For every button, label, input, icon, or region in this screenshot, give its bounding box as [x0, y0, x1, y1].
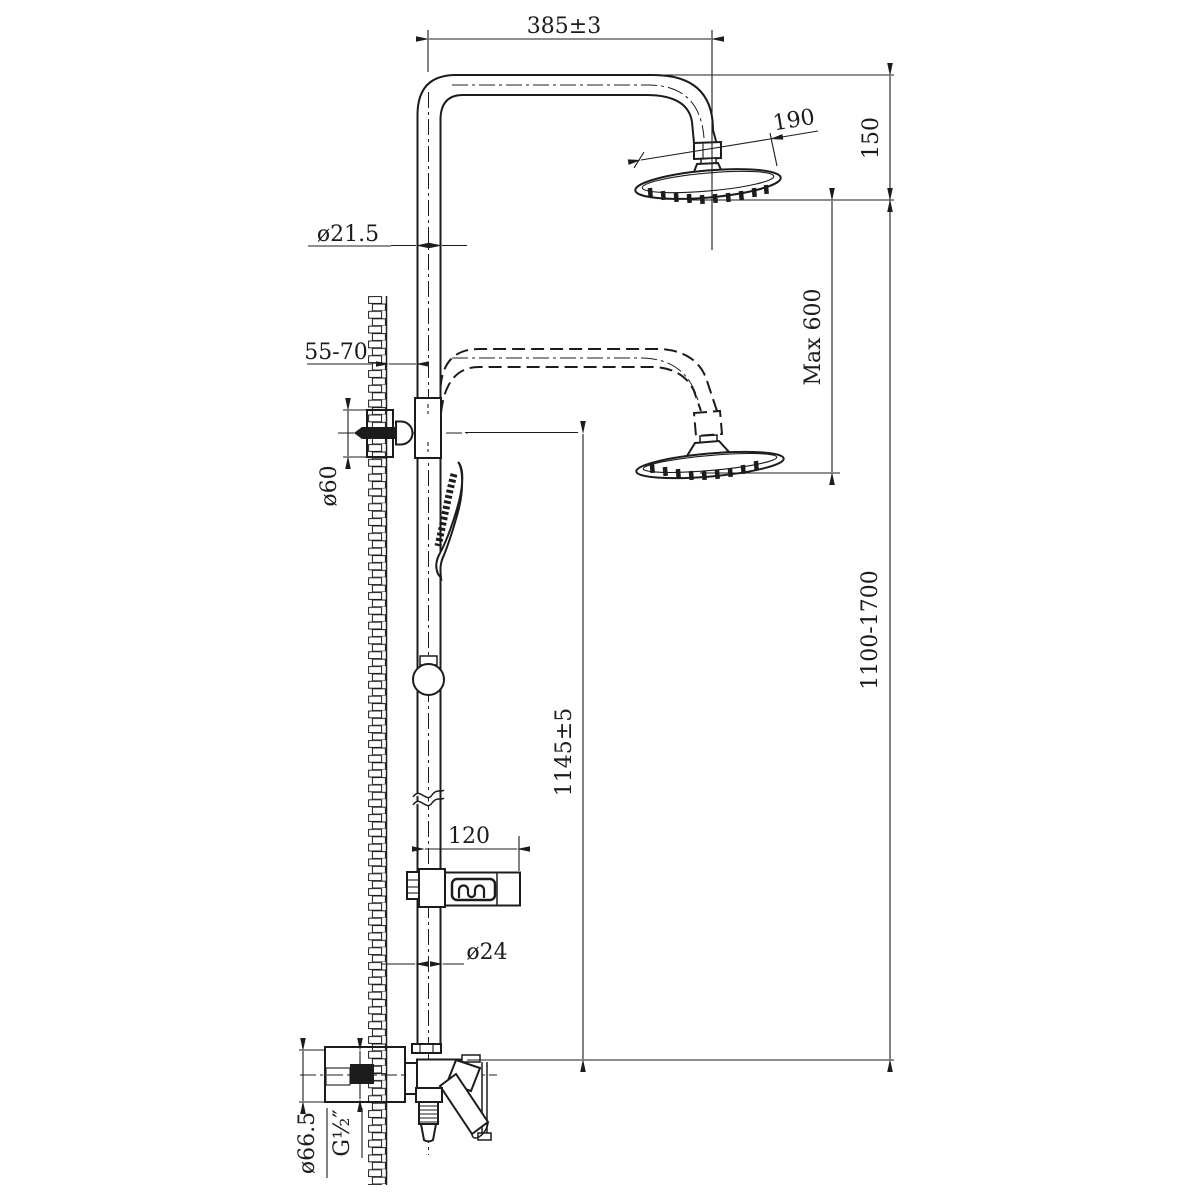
dish-soap-wave: [457, 884, 486, 899]
top-shower-head: [634, 140, 782, 205]
hand-shower-spray-face: [434, 473, 458, 547]
dish-soap-outline: [450, 877, 497, 902]
dim-max-adjust-label: Max 600: [801, 288, 826, 385]
top-head-rim: [641, 170, 775, 194]
hand-shower: [412, 461, 464, 696]
mixer-stub-tip: [419, 1123, 438, 1143]
mixer-thread-lines: [419, 1105, 438, 1123]
dimension-1100-1700: 1100-1700: [858, 188, 893, 1072]
soap-dish: [406, 868, 521, 908]
hand-shower-body: [435, 461, 464, 582]
dim-bracket-diameter-label: ø60: [317, 465, 342, 506]
mid-arm-inner-edge: [440, 366, 702, 414]
dimension-escutcheon-66-5: ø66.5: [295, 1038, 328, 1178]
dimension-bracket-60: ø60: [317, 398, 351, 507]
slider-knob: [412, 663, 445, 696]
dimension-1145: 1145±5: [552, 421, 586, 1072]
dim-soap-dish-width-label: 120: [448, 824, 490, 849]
dimension-thread-g12: G½″: [330, 1038, 363, 1158]
extension-lines: [299, 30, 894, 1103]
dim-pipe-diameter-label: ø21.5: [317, 222, 379, 247]
pipe-break-symbol: [412, 789, 445, 807]
dimension-55-70: 55-70: [304, 340, 429, 367]
dim-thread-size-label: G½″: [330, 1109, 355, 1156]
wall-section: [368, 296, 388, 1185]
top-shower-arm: [416, 74, 782, 205]
wall-hatch: [368, 296, 386, 1185]
mixer-thread-stub: [418, 1101, 439, 1125]
mixer-outlet-nut: [415, 1087, 443, 1103]
dim-escutcheon-diameter-label: ø66.5: [295, 1112, 320, 1174]
dimension-rail-24: ø24: [381, 940, 508, 967]
bracket-pin: [354, 427, 396, 439]
top-head-nozzles: [647, 184, 769, 205]
dim-rail-diameter-label: ø24: [466, 940, 507, 965]
mid-shower-arm-alternate-position: [439, 348, 785, 481]
top-arm-outer-edge: [416, 74, 718, 144]
dim-head-drop-label: 150: [859, 117, 884, 159]
bracket-knob: [395, 420, 414, 446]
dish-clamp-body: [418, 868, 446, 908]
dimension-150: 150: [859, 63, 893, 212]
mixer-inlet: [325, 1067, 351, 1086]
top-arm-inner-edge: [439, 94, 695, 144]
dimension-120: 120: [412, 824, 530, 852]
mixer-top-flange: [411, 1043, 442, 1054]
mixer-wall-anchor: [350, 1064, 374, 1084]
mid-head-nozzles: [649, 460, 759, 481]
dimension-385: 385±3: [416, 14, 724, 42]
wall-bracket: [354, 397, 442, 459]
dimension-pipe-21-5: ø21.5: [308, 222, 467, 249]
top-arm-centerline: [452, 84, 705, 139]
dim-head-diameter-label: 190: [771, 105, 817, 137]
mid-head-nut: [692, 409, 724, 438]
mid-shower-head: [635, 409, 785, 481]
mid-arm-centerline: [452, 357, 700, 405]
mid-head-disk: [635, 450, 785, 480]
mid-arm-outer-edge: [439, 348, 718, 412]
mixer-spout-cap: [471, 1121, 489, 1139]
dish-clamp-hinge: [406, 871, 420, 900]
dim-riser-height-label: 1145±5: [552, 708, 577, 796]
mixer-body-detail: [461, 1054, 481, 1063]
dim-install-height-label: 1100-1700: [858, 570, 883, 689]
dim-wall-clearance-label: 55-70: [304, 340, 367, 365]
mixer-valve: [324, 1043, 492, 1143]
dimension-max600: Max 600: [801, 188, 835, 485]
dimension-190: 190: [627, 105, 819, 165]
mid-head-rim: [642, 452, 778, 474]
dim-top-arm-span-label: 385±3: [527, 14, 601, 39]
top-head-disk: [634, 168, 782, 200]
